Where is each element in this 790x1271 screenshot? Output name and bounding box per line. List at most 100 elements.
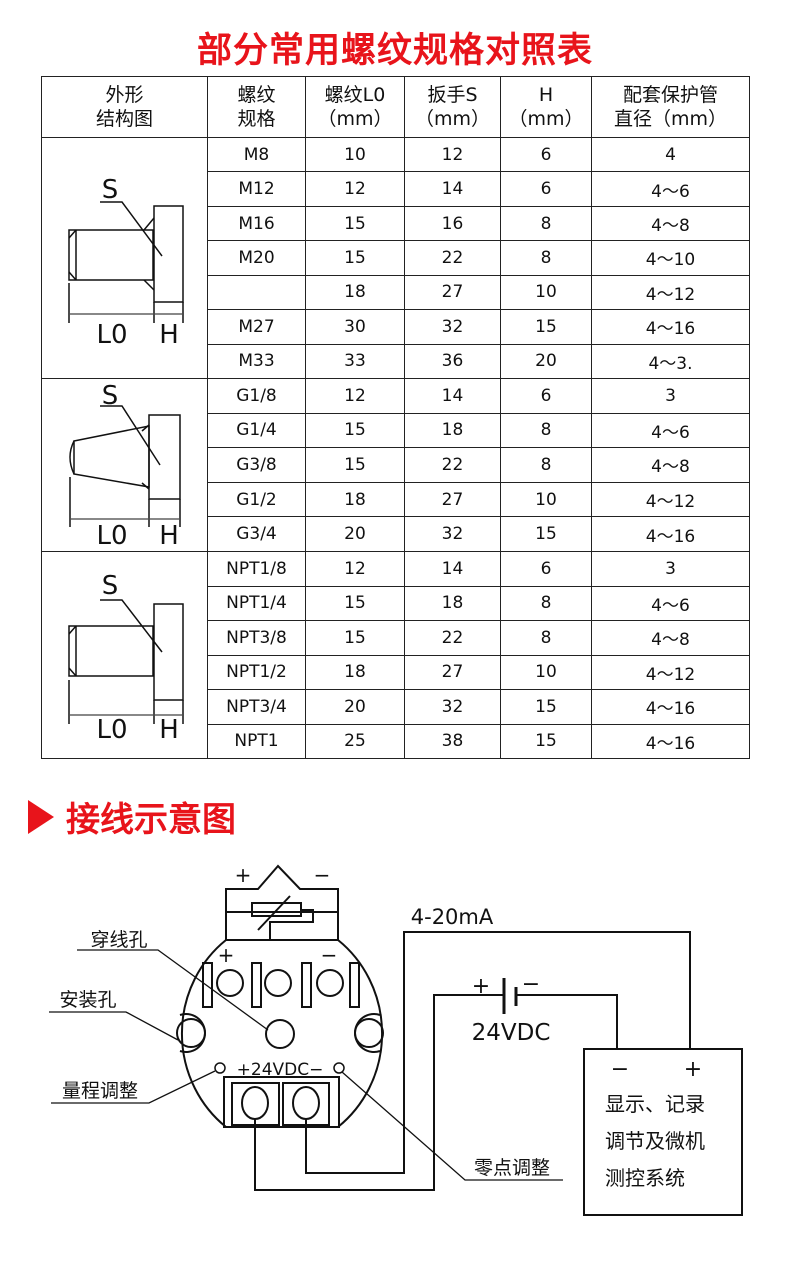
table-cell: 20 bbox=[500, 343, 592, 380]
column-header-line: 外形 bbox=[105, 84, 144, 106]
box-plus: + bbox=[684, 1057, 702, 1082]
table-cell: 4 bbox=[591, 136, 750, 173]
table-cell: 8 bbox=[500, 585, 592, 621]
table-cell: 4～16 bbox=[591, 723, 750, 759]
box-line: 测控系统 bbox=[605, 1166, 685, 1190]
table-cell: 10 bbox=[500, 274, 592, 311]
table-cell: 15 bbox=[500, 516, 592, 552]
thread-shape-figure: S L0 H bbox=[41, 137, 208, 379]
wire-hole-label: 穿线孔 bbox=[90, 929, 147, 951]
table-cell: 22 bbox=[404, 240, 501, 276]
table-cell: G3/8 bbox=[207, 447, 306, 483]
figure-label-h: H bbox=[159, 521, 179, 551]
table-cell: 8 bbox=[500, 240, 592, 276]
table-cell: M27 bbox=[207, 309, 306, 345]
span-adjust-label: 量程调整 bbox=[62, 1080, 138, 1102]
table-cell: 12 bbox=[305, 378, 405, 414]
table-cell: 4～12 bbox=[591, 654, 750, 690]
table-cell: 18 bbox=[305, 274, 405, 311]
column-header-line: 配套保护管 bbox=[622, 84, 718, 106]
column-header: 外形结构图 bbox=[41, 76, 208, 138]
wire-hole-icon bbox=[265, 1019, 295, 1049]
current-label: 4-20mA bbox=[411, 905, 494, 929]
box-line: 调节及微机 bbox=[605, 1129, 705, 1153]
bolt-drawing: S L0 H bbox=[68, 175, 184, 350]
table-cell: M16 bbox=[207, 205, 306, 242]
zero-adjust-label: 零点调整 bbox=[474, 1157, 550, 1179]
table-cell: 4～10 bbox=[591, 240, 750, 276]
column-header-line: 结构图 bbox=[95, 108, 153, 130]
figure-label-l0: L0 bbox=[96, 320, 127, 350]
column-header-line: H bbox=[538, 84, 554, 106]
thread-shape-figure: S L0 H bbox=[41, 551, 208, 759]
terminal-minus: − bbox=[321, 943, 338, 967]
table-cell: G1/4 bbox=[207, 412, 306, 449]
supply-wire bbox=[516, 994, 618, 1049]
table-cell: 4～12 bbox=[591, 274, 750, 311]
sensor-plus: + bbox=[235, 863, 252, 887]
table-cell: 22 bbox=[404, 620, 501, 656]
table-cell: 14 bbox=[404, 378, 501, 414]
thread-shape-figure: S L0 H bbox=[41, 378, 208, 552]
table-cell: 4～3. bbox=[591, 343, 750, 380]
thread-spec-table: 外形结构图螺纹规格螺纹L0（mm）扳手S（mm）H（mm）配套保护管直径（mm）… bbox=[41, 76, 750, 759]
table-cell: 15 bbox=[500, 309, 592, 345]
table-cell: 18 bbox=[404, 585, 501, 621]
column-header-line: （mm） bbox=[317, 108, 393, 130]
table-header-row: 外形结构图螺纹规格螺纹L0（mm）扳手S（mm）H（mm）配套保护管直径（mm） bbox=[41, 76, 750, 138]
table-cell: 32 bbox=[404, 516, 501, 552]
table-cell: 4～8 bbox=[591, 620, 750, 656]
table-cell: 15 bbox=[305, 412, 405, 449]
column-header-line: 扳手S bbox=[427, 84, 478, 106]
terminal-screw-icon bbox=[216, 969, 244, 997]
sensor-minus: − bbox=[314, 863, 331, 887]
table-cell: 10 bbox=[500, 481, 592, 518]
table-cell: 20 bbox=[305, 689, 405, 725]
supply-voltage-label: 24VDC bbox=[472, 1020, 551, 1046]
signal-wire bbox=[305, 931, 691, 1174]
table-cell: 4～6 bbox=[591, 171, 750, 207]
figure-label-l0: L0 bbox=[96, 715, 127, 745]
column-header: 螺纹L0（mm） bbox=[305, 76, 405, 138]
table-cell: 15 bbox=[305, 205, 405, 242]
table-cell: 15 bbox=[305, 240, 405, 276]
mount-hole-icon bbox=[176, 1018, 206, 1048]
table-cell: 4～12 bbox=[591, 481, 750, 518]
table-cell: 3 bbox=[591, 378, 750, 414]
table-cell: 12 bbox=[305, 551, 405, 587]
table-cell: 4～16 bbox=[591, 516, 750, 552]
figure-label-s: S bbox=[102, 175, 119, 205]
table-cell: 15 bbox=[500, 723, 592, 759]
table-cell: M12 bbox=[207, 171, 306, 207]
box-minus: − bbox=[611, 1057, 629, 1082]
table-cell: 15 bbox=[305, 585, 405, 621]
rtd-sensor: + − bbox=[225, 863, 339, 941]
bolt-drawing: S L0 H bbox=[69, 381, 181, 551]
table-cell: 15 bbox=[305, 620, 405, 656]
triangle-icon bbox=[28, 799, 54, 834]
table-cell: 14 bbox=[404, 551, 501, 587]
figure-label-l0: L0 bbox=[96, 521, 127, 551]
column-header: 扳手S（mm） bbox=[404, 76, 501, 138]
column-header-line: 规格 bbox=[237, 108, 276, 130]
battery-minus: − bbox=[522, 972, 540, 997]
section-title: 接线示意图 bbox=[28, 792, 236, 841]
terminal-plus: + bbox=[218, 943, 235, 967]
table-cell: 4～8 bbox=[591, 447, 750, 483]
